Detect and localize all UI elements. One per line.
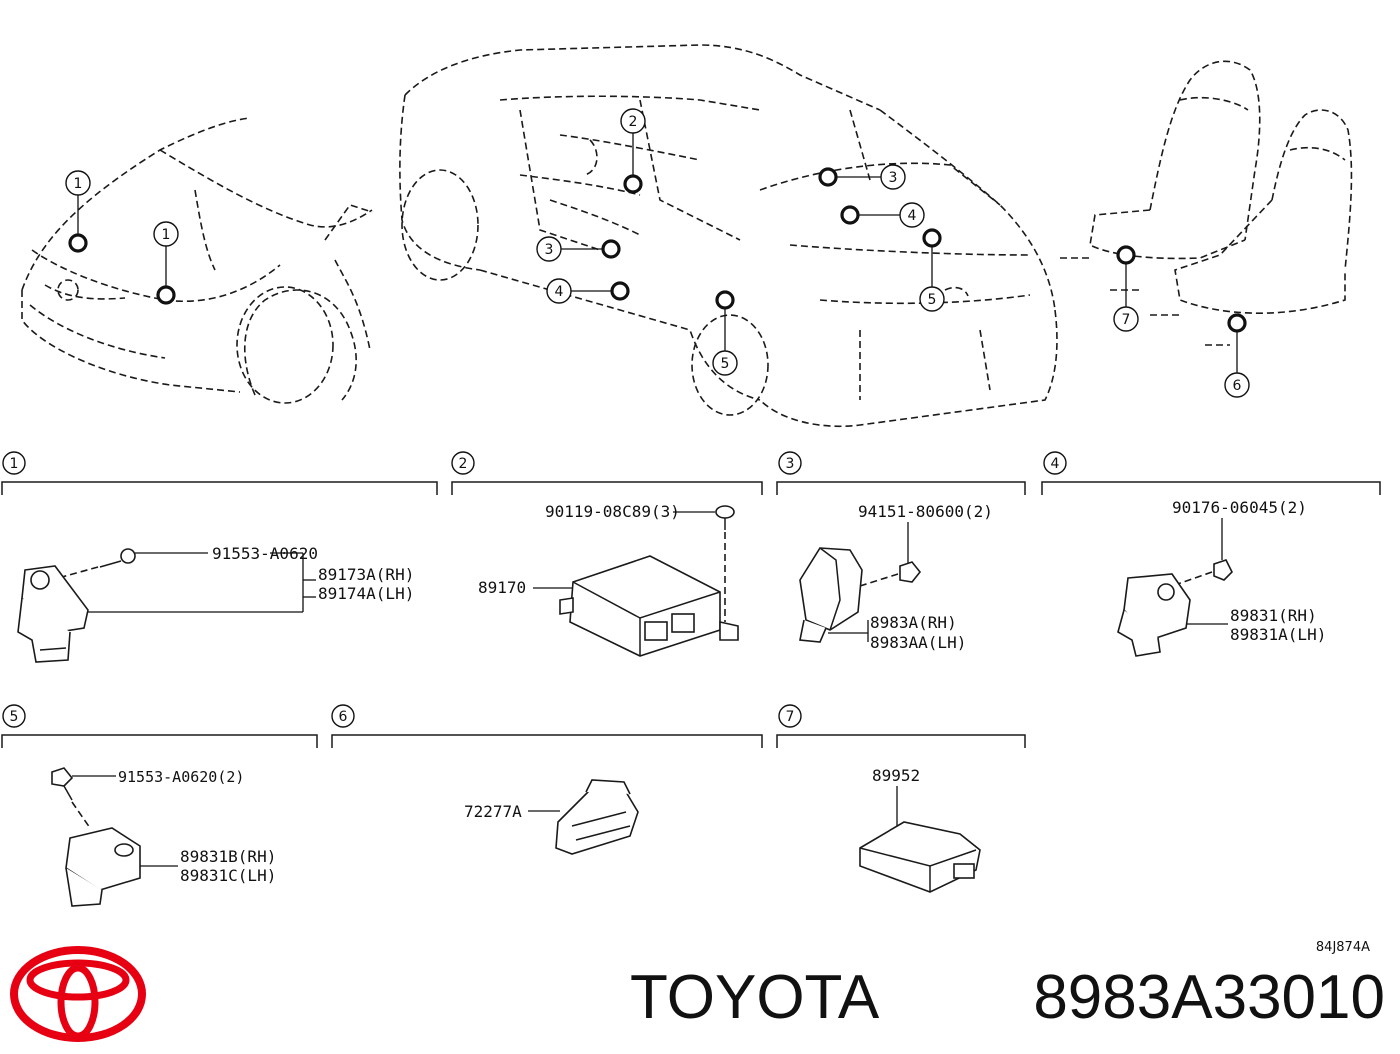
bolt-icon — [99, 548, 136, 568]
seats-drawing — [1060, 60, 1353, 346]
section-3-part-2: 8983AA(LH) — [870, 633, 966, 652]
section-2-part-1: 89170 — [478, 578, 526, 597]
callout-1b: 1 — [162, 227, 171, 243]
section-7-number: 7 — [786, 709, 795, 725]
section-4-part-1: 89831(RH) — [1230, 606, 1317, 625]
brand-name: TOYOTA — [630, 963, 880, 1032]
section-5-part-2: 89831C(LH) — [180, 866, 276, 885]
callout-markers: 1 1 2 3 4 5 3 4 — [65, 108, 1250, 398]
crash-sensor-icon — [799, 547, 863, 643]
section-1: 1 91553-A0620 89173A(RH) 89174A(LH) — [1, 451, 438, 663]
part-number: 8983A33010 — [1033, 963, 1385, 1032]
bolt-icon — [51, 767, 74, 801]
airbag-ecu-icon — [559, 555, 739, 657]
section-1-number: 1 — [10, 456, 19, 472]
bolt-icon — [715, 505, 735, 530]
callout-4b: 4 — [908, 208, 917, 224]
section-5: 5 91553-A0620(2) 89831B(RH) 89831C(LH) — [1, 704, 318, 907]
section-5-number: 5 — [10, 709, 19, 725]
section-7: 7 89952 — [776, 704, 1026, 893]
callout-2: 2 — [629, 114, 638, 130]
section-4-part-2: 89831A(LH) — [1230, 625, 1326, 644]
crash-sensor-icon — [17, 565, 89, 663]
section-3-number: 3 — [786, 456, 795, 472]
section-4-number: 4 — [1051, 456, 1060, 472]
section-2: 2 90119-08C89(3) 89170 — [451, 451, 763, 657]
section-6: 6 72277A — [331, 704, 763, 855]
callout-1a: 1 — [74, 176, 83, 192]
bracket-icon — [555, 779, 639, 855]
section-4: 4 90176-06045(2) 89831(RH) 89831A(LH) — [1041, 451, 1381, 657]
callout-3b: 3 — [889, 170, 898, 186]
section-5-part-1: 89831B(RH) — [180, 847, 276, 866]
section-3-part-1: 8983A(RH) — [870, 613, 957, 632]
callout-7: 7 — [1122, 312, 1131, 328]
rear-car-drawing — [399, 44, 1058, 428]
section-3: 3 94151-80600(2) 8983A(RH) 8983AA(LH) — [776, 451, 1026, 652]
module-icon — [859, 821, 981, 893]
section-5-bolt-label: 91553-A0620(2) — [118, 768, 244, 786]
section-6-number: 6 — [339, 709, 348, 725]
section-6-part-1: 72277A — [464, 802, 522, 821]
section-3-bolt-label: 94151-80600(2) — [858, 502, 993, 521]
crash-sensor-icon — [1117, 573, 1191, 657]
bolt-icon — [1213, 559, 1233, 581]
section-1-part-1: 89173A(RH) — [318, 565, 414, 584]
section-2-number: 2 — [459, 456, 468, 472]
section-2-bolt-label: 90119-08C89(3) — [545, 502, 680, 521]
callout-5b: 5 — [928, 292, 937, 308]
callout-6: 6 — [1233, 378, 1242, 394]
section-4-bolt-label: 90176-06045(2) — [1172, 498, 1307, 517]
section-7-part-1: 89952 — [872, 766, 920, 785]
bolt-icon — [899, 561, 922, 583]
callout-3a: 3 — [545, 242, 554, 258]
callout-4a: 4 — [555, 284, 564, 300]
crash-sensor-icon — [65, 827, 141, 907]
toyota-logo-icon — [10, 946, 146, 1042]
section-1-bolt-label: 91553-A0620 — [212, 544, 318, 563]
diagram-reference: 84J874A — [1316, 940, 1370, 955]
section-1-part-2: 89174A(LH) — [318, 584, 414, 603]
front-car-drawing — [21, 117, 373, 404]
callout-5a: 5 — [721, 356, 730, 372]
